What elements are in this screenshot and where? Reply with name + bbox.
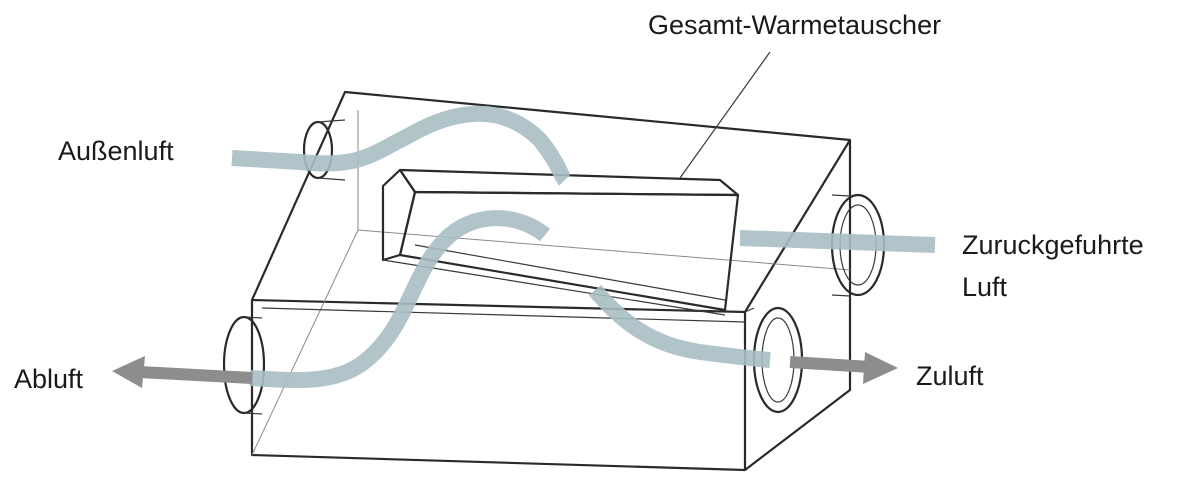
flow-outside-air [231,105,572,186]
duct-outside-air-bottom [317,177,346,181]
duct-exhaust-air-bottom [243,412,263,415]
label-heat-exchanger: Gesamt-Warmetauscher [648,10,941,40]
core-inner-edge [414,244,726,301]
heat-exchanger-core [381,168,740,316]
duct-return-air-top [831,194,851,197]
duct-exhaust-air-ring [222,315,266,415]
label-supply-air: Zuluft [916,361,984,391]
duct-outside-air-top [317,119,346,123]
supply-arrow-head [863,352,898,384]
airflow-paths [112,105,936,389]
flow-exhaust-inner [249,210,550,389]
core-body [398,190,740,312]
duct-return-air-bottom [831,294,851,297]
duct-outside-air [302,119,346,181]
exhaust-arrow-head [112,356,145,388]
flow-exhaust-arrow-shaft [139,366,253,384]
flow-supply-inner [588,284,771,368]
housing-right-face [743,140,852,472]
duct-exhaust-air [222,315,266,415]
label-return-air-line2: Luft [962,272,1008,302]
duct-exhaust-air-top [243,316,263,319]
flow-supply-arrow-shaft [789,356,871,373]
housing-seam [261,307,746,323]
label-exhaust-air: Abluft [14,364,84,394]
heat-exchanger-leader-line [679,51,771,179]
duct-supply-air-top [744,307,755,313]
label-return-air-line1: Zuruckgefuhrte [962,230,1144,260]
housing-top-face [250,90,852,314]
label-outside-air: Außenluft [58,136,174,166]
flow-return-air [739,230,936,253]
core-bottom-edge [382,259,726,316]
